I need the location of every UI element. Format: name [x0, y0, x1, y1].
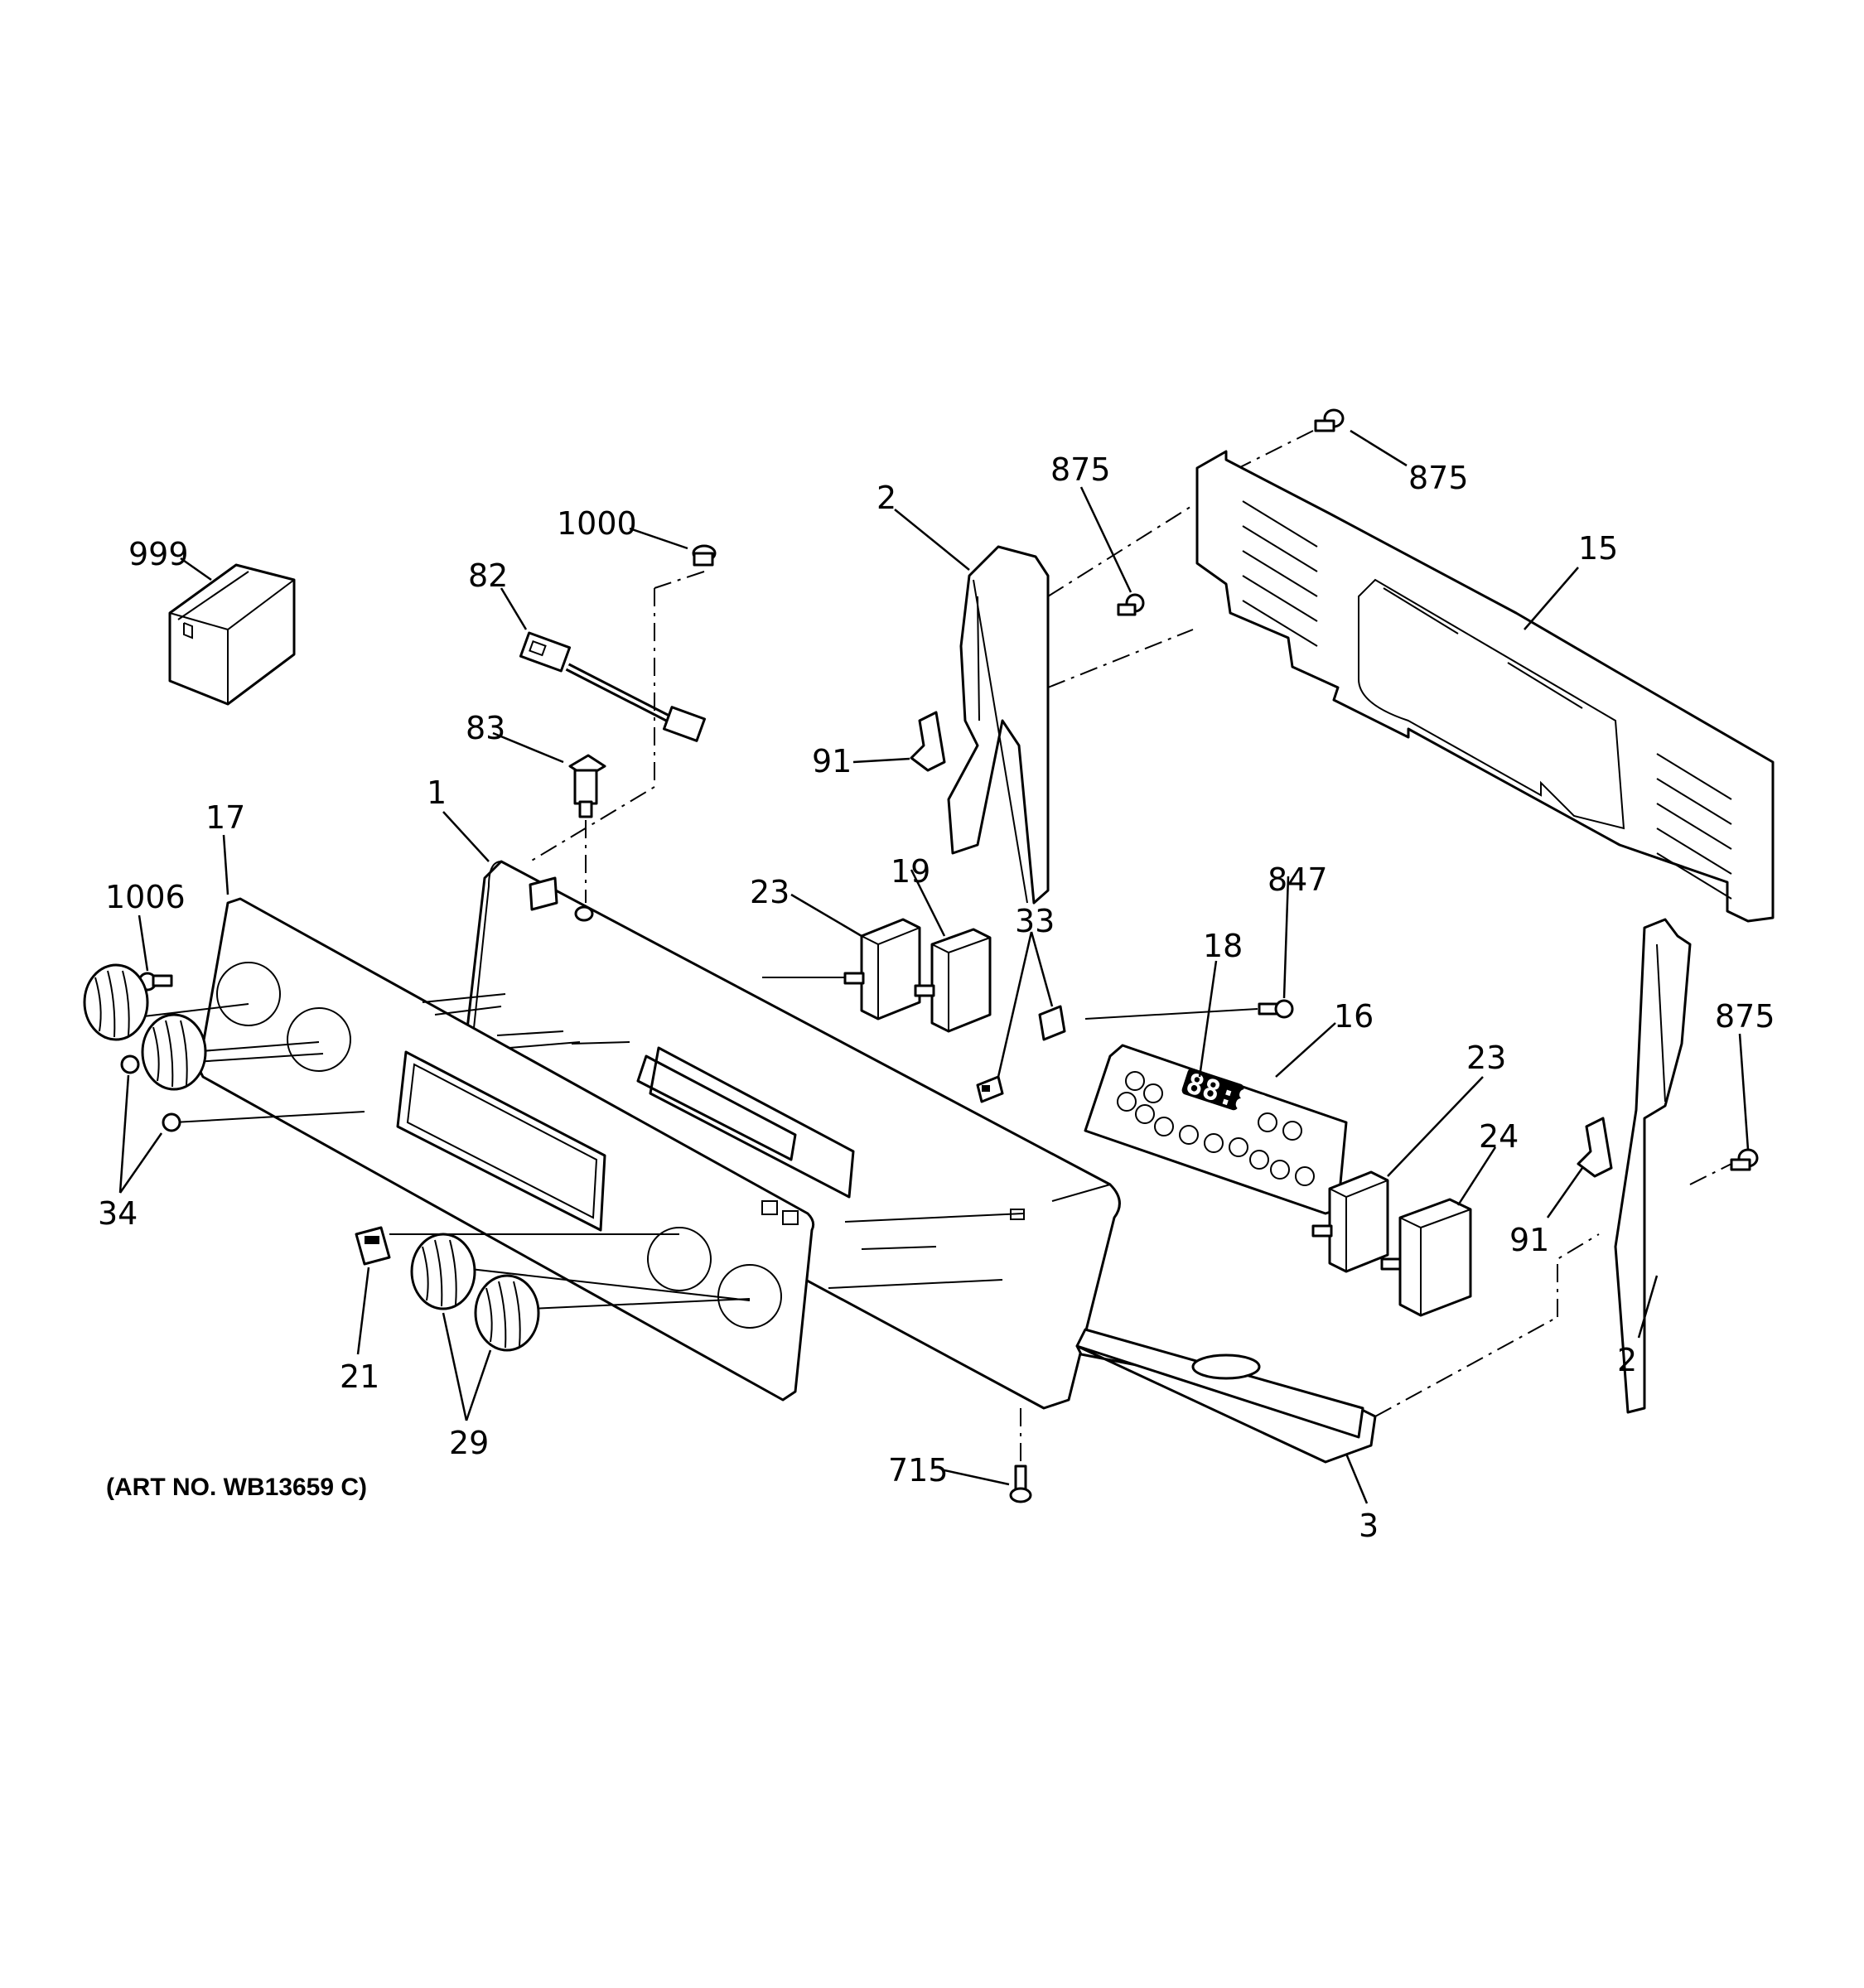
callout-999: 999: [128, 536, 189, 572]
part-34-plugs: [120, 1054, 181, 1132]
callout-83: 83: [466, 710, 505, 746]
art-number-caption: (ART NO. WB13659 C): [106, 1474, 367, 1501]
leader-lines: [118, 429, 1750, 1504]
part-847-screw: [1084, 999, 1294, 1020]
part-82-harness: [519, 631, 707, 742]
part-24-switch: [1380, 1198, 1472, 1317]
part-875-screw-left: [1117, 593, 1145, 616]
part-knob-upper-2: [141, 1013, 207, 1091]
part-83-clip: [568, 754, 606, 903]
part-999-box: [168, 563, 296, 706]
part-91-clip-left: [910, 504, 1194, 772]
callout-21: 21: [340, 1358, 379, 1395]
callout-29: 29: [449, 1425, 489, 1461]
callout-847: 847: [1268, 861, 1328, 898]
part-16-control-board: 88:88: [1084, 1044, 1348, 1215]
callout-34: 34: [98, 1195, 138, 1232]
part-3-trim: [1075, 1233, 1600, 1464]
callout-715: 715: [888, 1452, 949, 1489]
callout-91-right: 91: [1509, 1222, 1549, 1258]
part-23-switch-left: [762, 918, 921, 1021]
callout-875-top: 875: [1408, 460, 1469, 496]
callout-15: 15: [1578, 530, 1618, 567]
callout-2-bottom: 2: [1617, 1342, 1637, 1378]
part-29-knob-1: [410, 1233, 476, 1310]
part-29-knob-2: [474, 1274, 540, 1352]
part-715-screw: [1009, 1408, 1032, 1503]
callout-18: 18: [1203, 928, 1243, 964]
part-19-switch: [914, 928, 992, 1033]
part-17-front-panel: [197, 897, 815, 1402]
callout-23-right: 23: [1466, 1040, 1506, 1076]
callout-23-left: 23: [750, 874, 790, 910]
part-33-clips: [976, 1005, 1066, 1103]
callout-91-left: 91: [812, 743, 852, 779]
callout-24: 24: [1479, 1118, 1519, 1155]
callout-3: 3: [1359, 1508, 1379, 1544]
callout-33: 33: [1015, 903, 1055, 939]
callout-1: 1: [427, 774, 447, 811]
part-2-bracket-right: [1614, 918, 1692, 1414]
part-875-screw-top: [1238, 408, 1345, 469]
callout-labels: 999 1000 82 83 1 17 1006 34 21 29 715 3 …: [98, 451, 1775, 1544]
part-875-screw-right: [1730, 1148, 1759, 1171]
callout-2-top: 2: [876, 480, 896, 516]
callout-19: 19: [891, 853, 930, 890]
part-23-switch-right: [1311, 1170, 1389, 1273]
callout-1006: 1006: [105, 879, 186, 915]
part-knob-upper-1: [83, 963, 149, 1041]
callout-17: 17: [205, 799, 245, 836]
part-91-clip-right: [1577, 1117, 1732, 1185]
callout-82: 82: [468, 557, 508, 594]
callout-875-right: 875: [1715, 998, 1775, 1035]
part-15-shield: [1195, 450, 1775, 923]
part-1000-screw: [529, 544, 717, 862]
callout-875-left: 875: [1050, 451, 1111, 488]
part-2-bracket-left: [947, 545, 1050, 905]
callout-16: 16: [1334, 998, 1374, 1035]
callout-1000: 1000: [557, 505, 637, 542]
part-21-switch: [355, 1226, 391, 1266]
